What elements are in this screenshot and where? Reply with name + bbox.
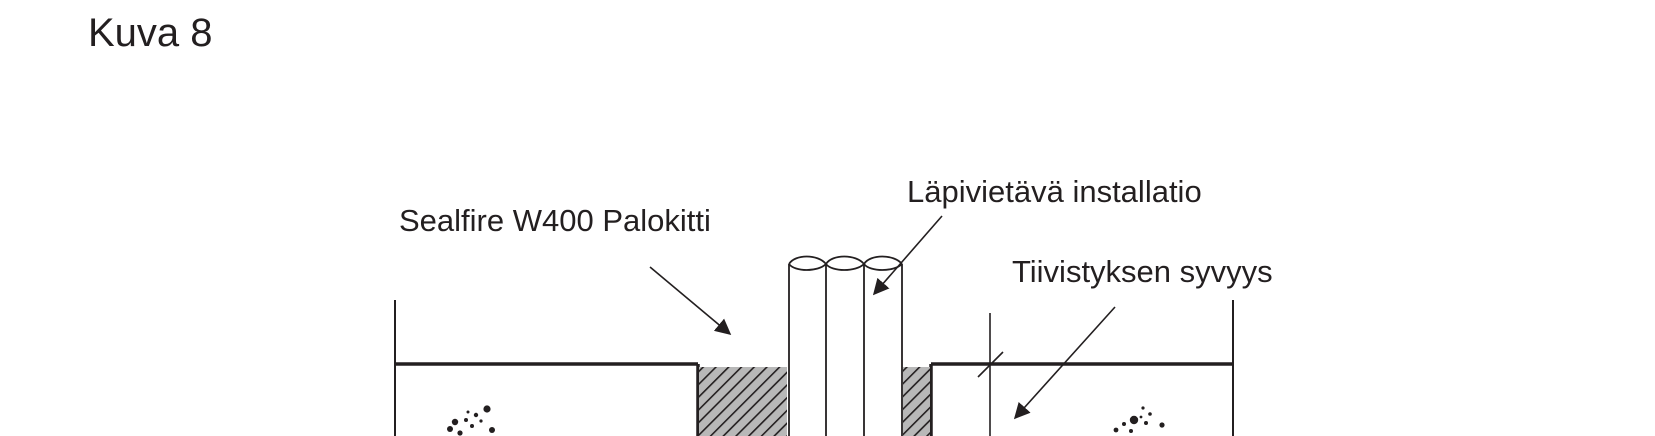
concrete-aggregate-left	[447, 405, 495, 436]
arrow-seal-depth	[1013, 306, 1116, 420]
sealant-left	[699, 367, 787, 436]
sealant-right	[903, 367, 930, 436]
wall-section	[394, 300, 1234, 436]
label-seal-depth: Tiivistyksen syvyys	[1012, 254, 1273, 289]
pipe-break-top	[788, 255, 903, 271]
arrow-sealant	[649, 266, 732, 336]
figure-title: Kuva 8	[88, 11, 213, 55]
dimension-tick	[977, 351, 1004, 378]
arrow-installation	[872, 215, 943, 296]
label-installation: Läpivietävä installatio	[907, 174, 1202, 209]
leader-arrows	[649, 215, 1116, 420]
concrete-aggregate-right	[1113, 406, 1165, 433]
depth-dimension	[977, 313, 1004, 436]
label-sealant: Sealfire W400 Palokitti	[399, 203, 711, 238]
pipe-bundle	[788, 255, 903, 436]
